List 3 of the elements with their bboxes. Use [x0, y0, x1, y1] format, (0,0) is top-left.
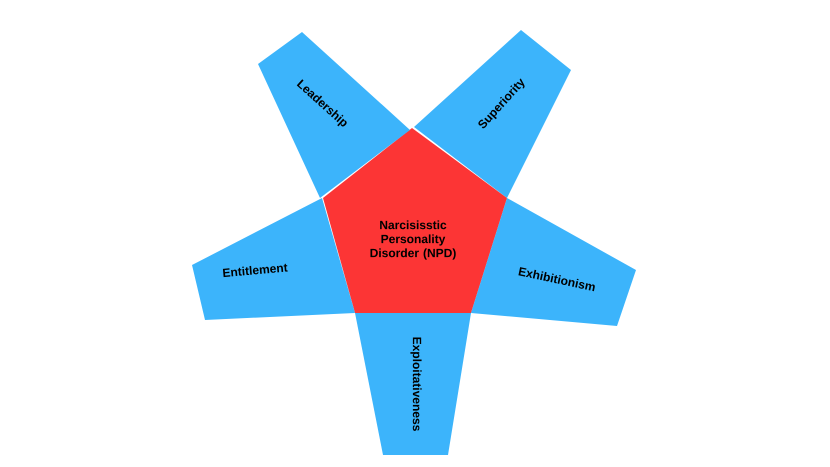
trait-arm: Exploitativeness [355, 313, 471, 455]
trait-arm: Entitlement [192, 198, 355, 320]
pentagon: Narcisisstic Personality Disorder (NPD) [323, 128, 507, 313]
